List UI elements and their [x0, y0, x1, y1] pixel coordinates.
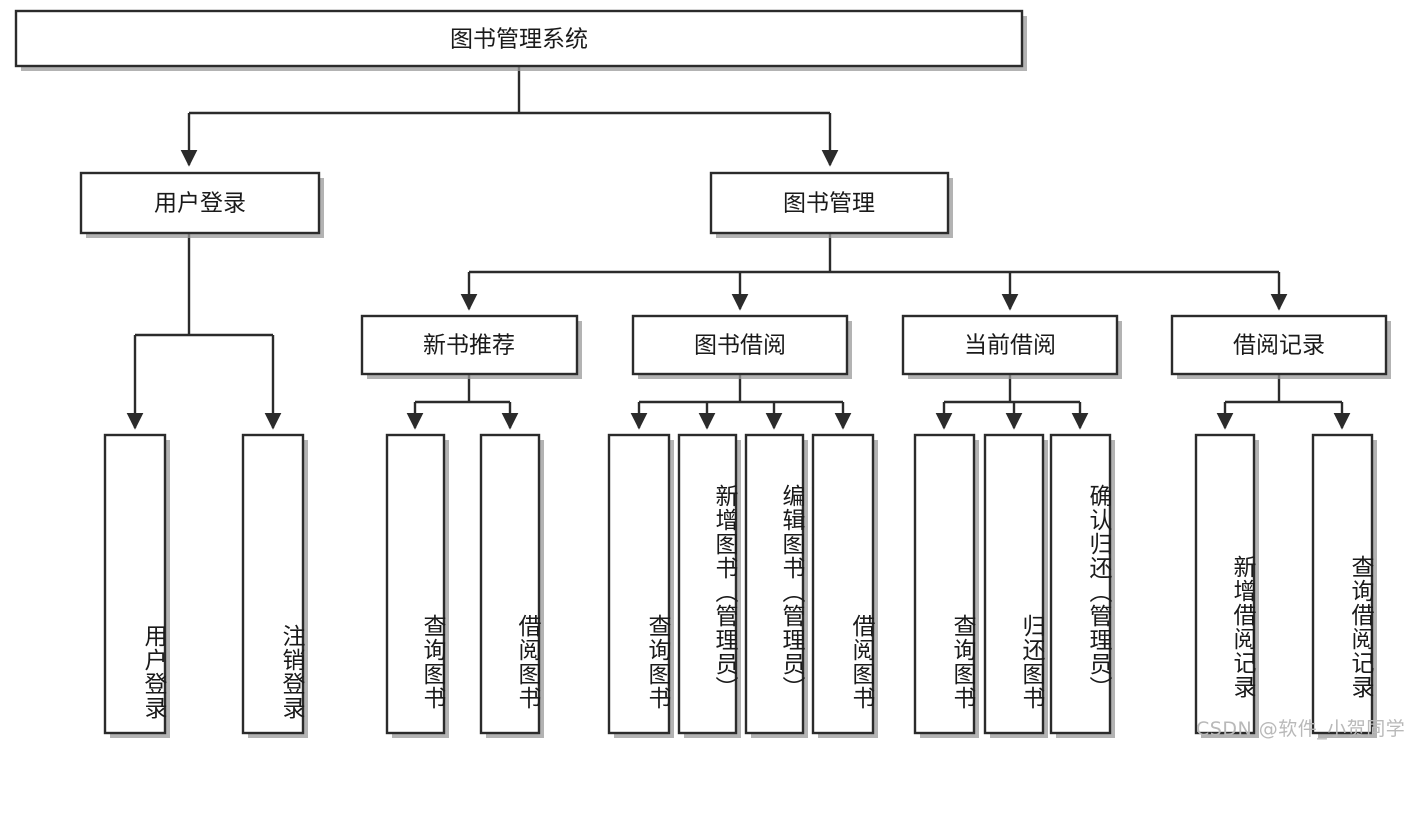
leaf-node-lend-book[interactable]: [811, 433, 878, 738]
leaf-node-query-book-borrow[interactable]: [607, 433, 674, 738]
leaf-box-6[interactable]: [744, 433, 805, 735]
connector-group-user-login: [126, 233, 282, 430]
leaf-box-group: [103, 433, 1377, 738]
leaf-box-11[interactable]: [1194, 433, 1256, 735]
node-new-books-box[interactable]: [360, 314, 579, 376]
node-book-mgmt-box[interactable]: [709, 171, 950, 235]
leaf-box-3[interactable]: [479, 433, 541, 735]
node-root-label: 图书管理系统: [450, 27, 588, 53]
node-new-books-label: 新书推荐: [423, 333, 515, 359]
connector-group-new-books: [406, 374, 519, 430]
leaf-box-2[interactable]: [385, 433, 446, 735]
node-root-box[interactable]: [14, 9, 1024, 68]
leaf-box-0[interactable]: [103, 433, 167, 735]
leaf-box-10[interactable]: [1049, 433, 1112, 735]
node-user-login-label: 用户登录: [154, 191, 246, 217]
node-current-borrow[interactable]: 当前借阅: [901, 314, 1122, 379]
node-book-mgmt[interactable]: 图书管理: [709, 171, 953, 238]
connector-group-borrow: [630, 374, 852, 430]
tree-diagram-svg: 图书管理系统 用户登录 图书管理 新书推荐 图书借阅 当前借阅: [14, 9, 1391, 738]
leaf-node-return-book[interactable]: [983, 433, 1048, 738]
node-borrow-records-label: 借阅记录: [1233, 333, 1325, 359]
leaf-node-user-login[interactable]: [103, 433, 170, 738]
node-user-login[interactable]: 用户登录: [79, 171, 324, 238]
diagram-canvas: 图书管理系统 用户登录 图书管理 新书推荐 图书借阅 当前借阅: [14, 9, 1405, 740]
leaf-node-logout[interactable]: [241, 433, 308, 738]
node-book-mgmt-label: 图书管理: [783, 191, 875, 217]
leaf-node-edit-book-admin[interactable]: [744, 433, 808, 738]
node-book-borrow[interactable]: 图书借阅: [631, 314, 852, 379]
leaf-box-12[interactable]: [1311, 433, 1374, 735]
leaf-box-9[interactable]: [983, 433, 1045, 735]
csdn-watermark: CSDN @软件_小贺同学: [1196, 718, 1405, 740]
leaf-node-borrow-book-new[interactable]: [479, 433, 544, 738]
leaf-box-8[interactable]: [913, 433, 976, 735]
node-user-login-box[interactable]: [79, 171, 321, 235]
node-borrow-records-box[interactable]: [1170, 314, 1388, 376]
node-current-borrow-box[interactable]: [901, 314, 1119, 376]
connector-group-records: [1216, 374, 1351, 430]
node-current-borrow-label: 当前借阅: [964, 333, 1056, 359]
leaf-box-5[interactable]: [677, 433, 738, 735]
node-book-borrow-label: 图书借阅: [694, 333, 786, 359]
leaf-box-1[interactable]: [241, 433, 305, 735]
node-borrow-records[interactable]: 借阅记录: [1170, 314, 1391, 379]
node-book-borrow-box[interactable]: [631, 314, 849, 376]
leaf-node-query-borrow-record[interactable]: [1311, 433, 1377, 738]
leaf-box-7[interactable]: [811, 433, 875, 735]
leaf-node-query-book-new[interactable]: [385, 433, 449, 738]
leaf-box-4[interactable]: [607, 433, 671, 735]
connector-group-book-mgmt: [460, 233, 1288, 311]
leaf-node-query-book-current[interactable]: [913, 433, 979, 738]
node-new-books[interactable]: 新书推荐: [360, 314, 582, 379]
leaf-node-add-book-admin[interactable]: [677, 433, 741, 738]
connector-group-root: [180, 66, 839, 167]
connector-group-current: [935, 374, 1089, 430]
leaf-node-confirm-return-admin[interactable]: [1049, 433, 1115, 738]
leaf-node-add-borrow-record[interactable]: [1194, 433, 1259, 738]
node-root[interactable]: 图书管理系统: [14, 9, 1027, 71]
